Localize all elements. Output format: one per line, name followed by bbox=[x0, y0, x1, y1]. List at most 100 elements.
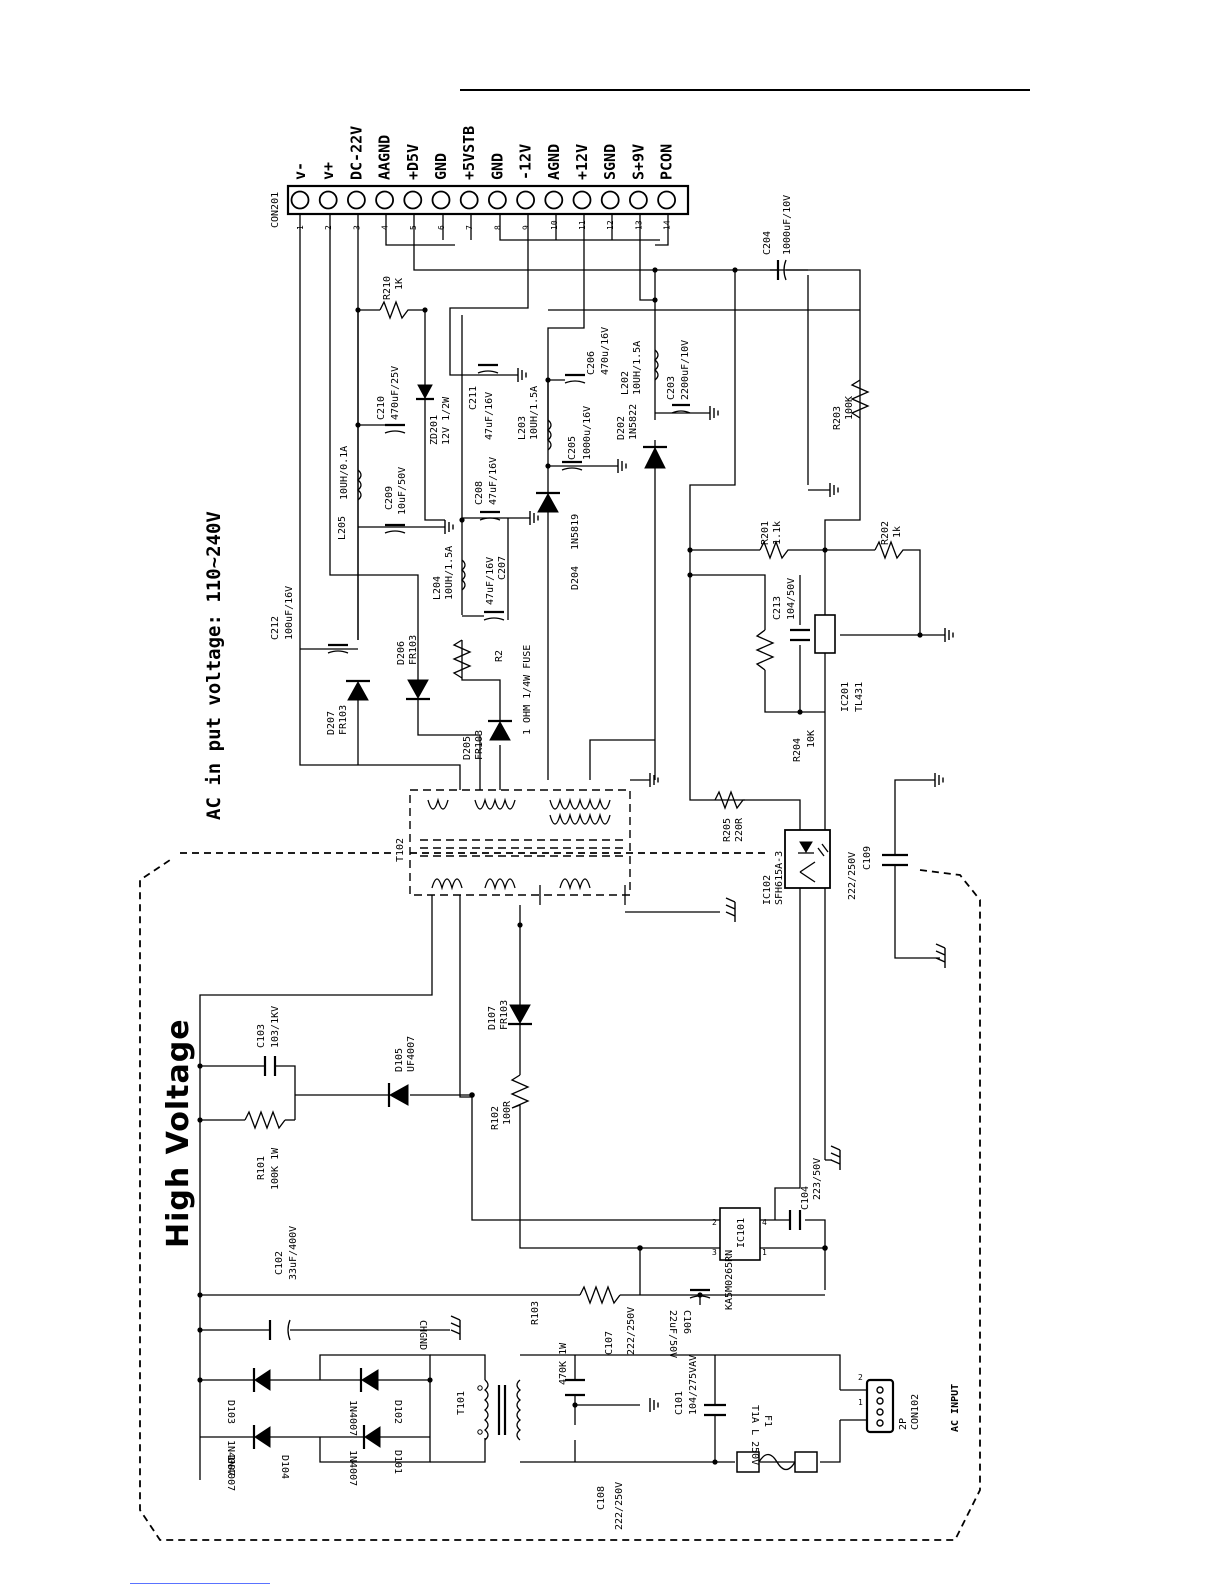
ic201-tl431: IC201 TL431 bbox=[814, 614, 865, 712]
con201-pin-10 bbox=[544, 190, 564, 210]
c211-value: 47uF/16V bbox=[484, 392, 495, 440]
svg-text:4: 4 bbox=[762, 1218, 767, 1227]
svg-text:2: 2 bbox=[858, 1373, 863, 1382]
c210-capacitor: C210 470uF/25V bbox=[358, 366, 406, 434]
c107-value: 222/250V bbox=[626, 1307, 637, 1355]
c209-value: 10uF/50V bbox=[397, 467, 408, 515]
d105-value: UF4007 bbox=[406, 1036, 417, 1072]
c212-ref: C212 bbox=[270, 616, 281, 640]
c213-value: 104/50V bbox=[786, 578, 797, 620]
r204-value: 10K bbox=[806, 730, 817, 748]
c206-ref: C206 bbox=[586, 351, 597, 375]
r201-ref: R201 bbox=[760, 521, 771, 545]
c211-ref: C211 bbox=[468, 386, 479, 410]
svg-text:1: 1 bbox=[762, 1248, 767, 1257]
d207-value: FR103 bbox=[338, 705, 349, 735]
t101-ref: T101 bbox=[456, 1391, 467, 1415]
transformer-t102: T102 bbox=[395, 772, 736, 923]
t102-ref: T102 bbox=[395, 838, 406, 862]
r203-ref: R203 bbox=[832, 406, 843, 430]
c102-ref: C102 bbox=[274, 1251, 285, 1275]
con201-pin-12 bbox=[600, 190, 620, 210]
l202-ref: L202 bbox=[620, 371, 631, 395]
ic102-value: SFH615A-3 bbox=[774, 851, 785, 905]
chgnd-label: CHGND bbox=[417, 1320, 428, 1350]
c104-value: 223/50V bbox=[812, 1158, 823, 1200]
d103-value: 1N4007 bbox=[225, 1440, 236, 1476]
c103-value: 103/1KV bbox=[270, 1006, 281, 1048]
d101-ref: D101 bbox=[392, 1450, 403, 1474]
c213-ref: C213 bbox=[772, 596, 783, 620]
r102-value: 100R bbox=[502, 1100, 513, 1125]
r201-resistor: R201 1.1k bbox=[759, 521, 790, 560]
con201-pin-number: 14 bbox=[663, 220, 672, 230]
zd201-ref: ZD201 bbox=[429, 415, 440, 445]
d104-ref: D104 bbox=[279, 1455, 290, 1479]
con201-pin-14 bbox=[657, 190, 676, 210]
c204-capacitor: C204 1000uF/10V bbox=[762, 195, 808, 281]
c210-ref: C210 bbox=[376, 396, 387, 420]
d107-ref: D107 bbox=[487, 1006, 498, 1030]
c101-value: 104/275VAV bbox=[688, 1355, 699, 1415]
c109-ref: C109 bbox=[862, 846, 873, 870]
zd201-value: 12V 1/2W bbox=[441, 396, 452, 445]
c208-capacitor: C208 47uF/16V bbox=[462, 457, 539, 526]
primary-wiring bbox=[199, 888, 841, 1480]
con201-pin-number: 9 bbox=[522, 225, 531, 230]
c109-value: 222/250V bbox=[847, 852, 858, 900]
r210-value: 1K bbox=[394, 278, 405, 290]
c204-value: 1000uF/10V bbox=[782, 195, 793, 255]
r102-ref: R102 bbox=[490, 1106, 501, 1130]
r202-value: 1k bbox=[892, 526, 903, 538]
c207-ref: C207 bbox=[497, 556, 508, 580]
r2-value: 1 OHM 1/4W FUSE bbox=[522, 645, 533, 735]
ic201-ref: IC201 bbox=[840, 682, 851, 712]
con201-pin-number: 13 bbox=[634, 220, 643, 230]
c206-value: 470u/16V bbox=[600, 327, 611, 375]
con201-pin-3 bbox=[346, 190, 366, 210]
d207-diode: D207 FR103 bbox=[326, 679, 370, 735]
con201-pin-label: v- bbox=[291, 162, 309, 180]
c101-capacitor: C101 104/275VAV bbox=[649, 1355, 726, 1417]
c204-ref: C204 bbox=[762, 231, 773, 255]
r2-fuse-resistor: R2 1 OHM 1/4W FUSE bbox=[452, 639, 533, 735]
con201-pin-8 bbox=[487, 190, 507, 210]
d207-ref: D207 bbox=[326, 711, 337, 735]
c208-ref: C208 bbox=[474, 481, 485, 505]
c108-label: C108 222/250V bbox=[596, 1482, 625, 1530]
c108-ref: C108 bbox=[596, 1486, 607, 1510]
c205-ref: C205 bbox=[567, 436, 578, 460]
d206-diode: D206 FR103 bbox=[396, 635, 430, 701]
con201-pin-label: +D5V bbox=[404, 144, 422, 180]
c205-capacitor: C205 1000u/16V bbox=[548, 406, 627, 474]
c208-value: 47uF/16V bbox=[488, 457, 499, 505]
r205-resistor: R205 220R bbox=[714, 790, 745, 842]
secondary-wiring bbox=[299, 214, 921, 830]
con201-pin-6 bbox=[431, 190, 451, 210]
l205-ref: L205 bbox=[337, 516, 348, 540]
con201-pin-number: 5 bbox=[409, 225, 418, 230]
con201-pin-number: 6 bbox=[437, 225, 446, 230]
d205-value: FR103 bbox=[474, 730, 485, 760]
l205-inductor: L205 10UH/0.1A bbox=[337, 446, 362, 540]
c104-capacitor: C104 223/50V bbox=[788, 1145, 841, 1230]
r205-ref: R205 bbox=[722, 818, 733, 842]
ic201-value: TL431 bbox=[854, 682, 865, 712]
l203-inductor: L203 10UH/1.5A bbox=[517, 386, 552, 451]
d104-diode: 1N4007 D104 bbox=[225, 1425, 290, 1491]
ic101-value: KA5M0265RN bbox=[724, 1250, 735, 1310]
d202-ref: D202 bbox=[616, 416, 627, 440]
c209-ref: C209 bbox=[384, 486, 395, 510]
d102-diode: D102 1N4007 bbox=[347, 1368, 403, 1436]
con201-pin-7 bbox=[459, 190, 479, 210]
ac-input-voltage-title: AC in put voltage: 110~240V bbox=[203, 511, 225, 820]
high-voltage-title: High Voltage bbox=[161, 1018, 196, 1248]
svg-text:1: 1 bbox=[858, 1398, 863, 1407]
r202-ref: R202 bbox=[880, 521, 891, 545]
con201-pin-label: +12V bbox=[573, 144, 591, 180]
c203-value: 2200uF/10V bbox=[680, 340, 691, 400]
r204-ref: R204 bbox=[792, 738, 803, 762]
c103-ref: C103 bbox=[256, 1024, 267, 1048]
r205-value: 220R bbox=[734, 817, 745, 842]
d103-diode: D103 1N4007 bbox=[225, 1368, 271, 1476]
